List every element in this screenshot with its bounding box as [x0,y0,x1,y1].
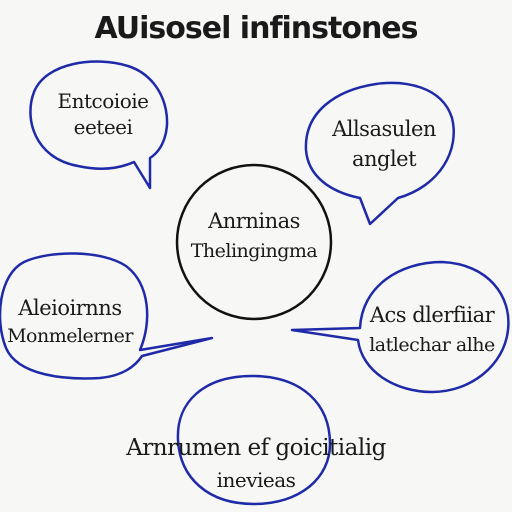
speech-bubble-middle-right [290,260,510,394]
node-middle-right-line1: Acs dlerfiiar [369,303,495,327]
node-center-label: Anrninas Thelingingma [176,206,332,266]
node-bottom-line1: Arnrumen ef goicitialig [126,435,386,461]
speech-bubble-bottom [176,374,332,506]
node-top-right-line1: Allsasulen [332,117,436,141]
speech-bubble-middle-left [0,252,214,380]
node-top-left-line2: eeteei [73,115,133,139]
node-middle-right-line2: latlechar alhe [369,334,495,356]
node-center-line1: Anrninas [208,209,300,233]
node-center-line2: Thelingingma [190,240,318,262]
node-top-left-line1: Entcoioie [57,89,149,113]
speech-bubble-top-right [304,81,455,226]
node-middle-left-line1: Aleioirnns [18,296,122,320]
node-middle-left-line2: Monmelerner [7,325,133,347]
node-middle-left-label: Aleioirnns Monmelerner [0,294,140,350]
node-top-left-label: Entcoioie eeteei [40,88,166,140]
node-top-right-line2: anglet [351,147,417,171]
node-top-right-label: Allsasulen anglet [318,114,450,174]
diagram-title: AUisosel infinstones [94,11,418,46]
node-middle-right-label: Acs dlerfiiar latlechar alhe [356,300,508,360]
speech-bubble-top-left [29,60,169,190]
center-circle [175,163,333,321]
node-bottom-label: Arnrumen ef goicitialig inevieas [96,432,416,496]
node-bottom-line2: inevieas [216,468,296,492]
